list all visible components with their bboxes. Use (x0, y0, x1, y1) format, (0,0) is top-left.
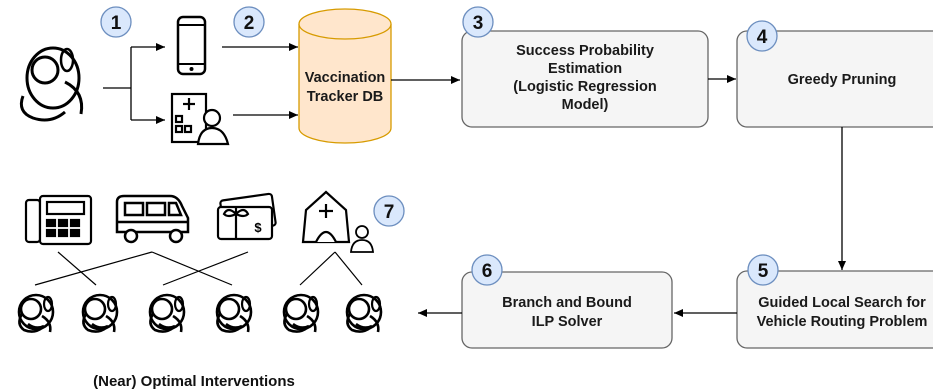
db-input-arrows (222, 43, 298, 119)
step-badge-1-number: 1 (111, 13, 122, 34)
step-badge-7: 7 (373, 195, 405, 227)
step-6-line-2: ILP Solver (532, 314, 603, 330)
gift-card-icon: $ (216, 192, 277, 241)
svg-text:$: $ (254, 220, 262, 235)
vaccination-tracker-db: Vaccination Tracker DB (298, 8, 392, 144)
step-5-line-1: Guided Local Search for (758, 295, 926, 311)
infant-icon-1 (17, 293, 55, 334)
step-3-box: Success Probability Estimation (Logistic… (461, 30, 709, 128)
step-6-box: Branch and Bound ILP Solver (461, 271, 673, 349)
phone-icon (176, 15, 207, 76)
step-6-line-1: Branch and Bound (502, 295, 632, 311)
step-badge-7-number: 7 (384, 202, 395, 223)
infant-icon-3 (148, 293, 186, 334)
step-badge-3-number: 3 (473, 13, 484, 34)
infant-icon-2 (81, 293, 119, 334)
step-badge-3: 3 (462, 6, 494, 38)
health-camp-icon (301, 190, 351, 244)
step-badge-4-number: 4 (757, 27, 768, 48)
step-badge-2-number: 2 (244, 13, 255, 34)
step-badge-5: 5 (747, 254, 779, 286)
step-3-line-3: (Logistic Regression (513, 79, 656, 95)
desk-telephone-icon (24, 194, 93, 246)
step-badge-4: 4 (746, 20, 778, 52)
hospital-doctor-icon (170, 92, 230, 146)
van-icon (115, 194, 190, 244)
assignment-lines (34, 251, 363, 286)
source-connectors (103, 43, 165, 124)
infant-icon-6 (345, 293, 383, 334)
infant-icon-5 (282, 293, 320, 334)
step-badge-2: 2 (233, 6, 265, 38)
infant-icon-4 (215, 293, 253, 334)
doctor-icon (350, 225, 374, 253)
step-badge-1: 1 (100, 6, 132, 38)
step-4-line-1: Greedy Pruning (788, 72, 897, 88)
db-label-line1: Vaccination (305, 70, 386, 86)
step-badge-6: 6 (471, 254, 503, 286)
step-3-line-1: Success Probability (516, 43, 654, 59)
step-badge-6-number: 6 (482, 261, 493, 282)
step-4-box: Greedy Pruning (736, 30, 933, 128)
infant-icons (17, 293, 383, 334)
mother-child-icon (19, 46, 84, 122)
step-3-line-4: Model) (562, 97, 609, 113)
interventions-caption: (Near) Optimal Interventions (93, 373, 295, 390)
step-badge-5-number: 5 (758, 261, 769, 282)
step-3-line-2: Estimation (548, 61, 622, 77)
db-label-line2: Tracker DB (307, 89, 384, 105)
step-5-line-2: Vehicle Routing Problem (757, 314, 928, 330)
step-5-box: Guided Local Search for Vehicle Routing … (736, 270, 933, 349)
